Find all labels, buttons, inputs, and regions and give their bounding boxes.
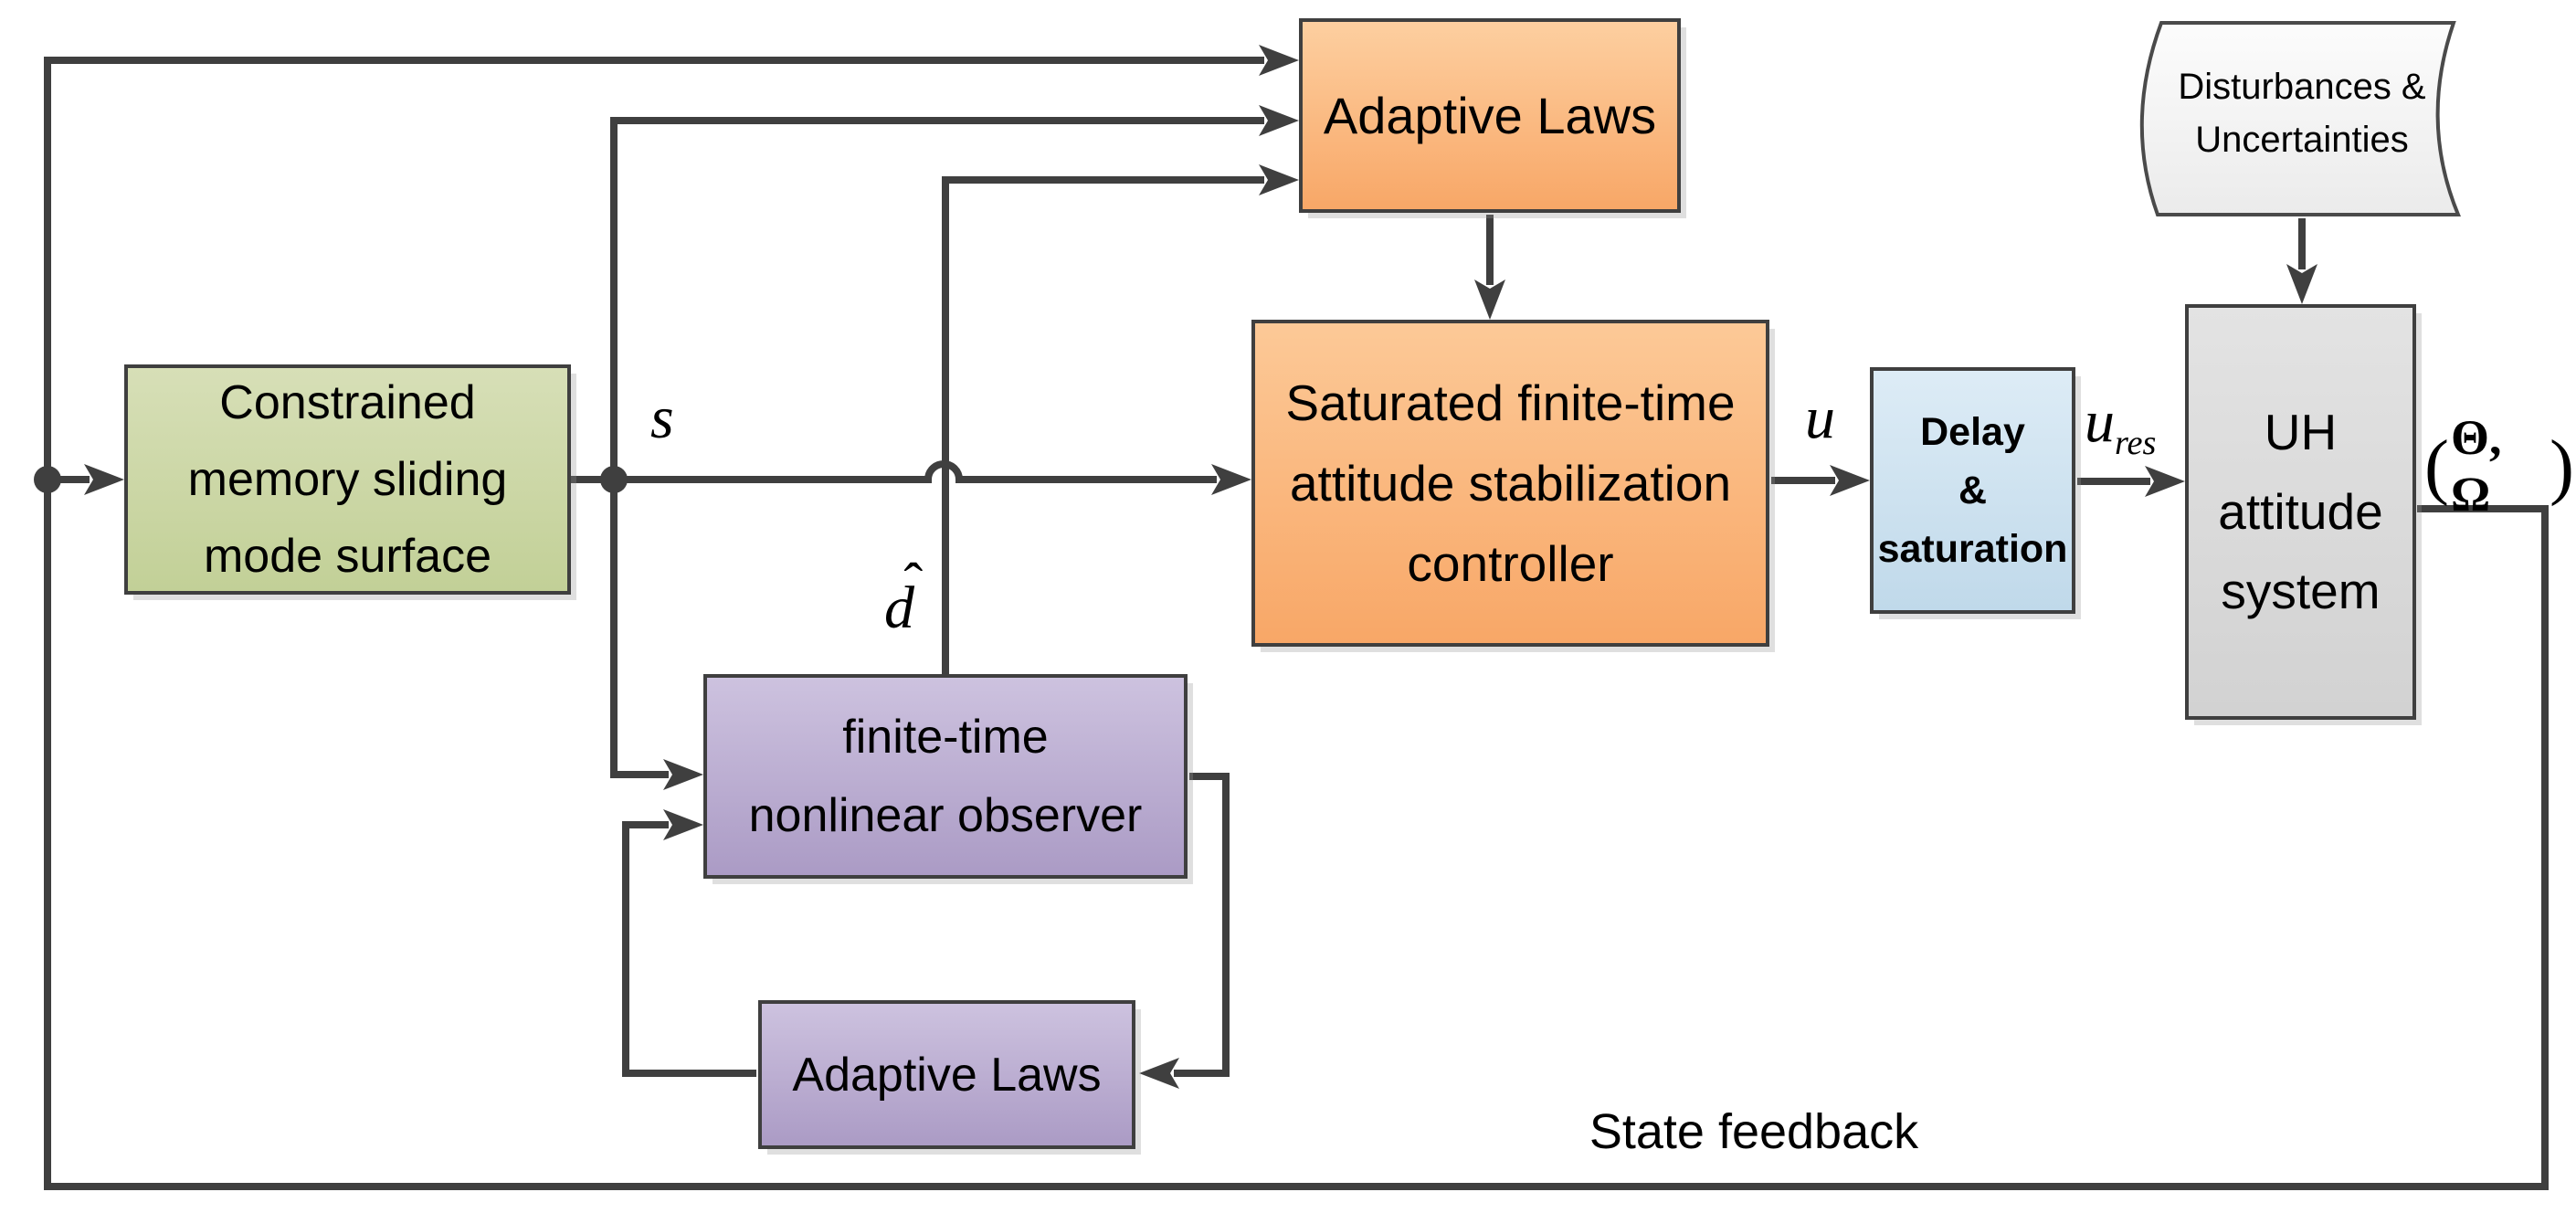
arrowhead-adaptive-input-1 [1259,45,1299,76]
block-label-line: Adaptive Laws [792,1048,1102,1102]
label-state-feedback: State feedback [1589,1104,1919,1159]
wire-s-branch-up [610,117,1264,480]
block-uh-attitude-system: UH attitude system [2185,304,2416,720]
block-label-line: attitude [2218,483,2383,540]
arrowhead-adaptive-into-observer [663,809,703,840]
wire-s-signal [569,460,1217,483]
close-paren: ) [2550,424,2574,507]
block-label-line: Adaptive Laws [1323,87,1657,144]
block-label-line: system [2221,563,2381,619]
wire-d-hat [942,176,1264,676]
block-finite-time-observer: finite-time nonlinear observer [703,674,1188,879]
block-delay-saturation: Delay & saturation [1870,367,2075,614]
block-label-line: controller [1407,535,1614,592]
block-label-line: Saturated finite-time [1285,374,1736,431]
flag-label-line: Disturbances & [2178,67,2426,107]
arrowhead-s-into-observer [663,759,703,790]
label-theta-omega-output: (Θ, Ω) [2423,409,2576,522]
arrowhead-ures-into-system [2145,466,2185,497]
block-label-line: & [1958,469,1988,512]
arrowhead-disturbance-into-system [2286,264,2317,304]
label-s-signal: s [650,385,674,451]
block-adaptive-laws-top: Adaptive Laws [1299,18,1681,213]
arrowhead-s-into-controller [1211,464,1251,495]
arrowhead-into-sliding-surface [84,464,124,495]
block-adaptive-laws-bottom: Adaptive Laws [758,1000,1135,1149]
block-label-line: attitude stabilization [1289,455,1732,512]
flag-label-line: Uncertainties [2195,120,2409,160]
block-label-line: UH [2264,404,2338,460]
block-label-line: Delay [1920,410,2025,454]
junction-dot-feedback [34,466,61,493]
block-label-line: nonlinear observer [748,789,1143,842]
wire-s-branch-down [610,480,669,778]
junction-dot-s [600,466,628,493]
label-u-signal: u [1805,385,1835,451]
u-res-base: u [2085,388,2115,455]
u-res-subscript: res [2115,424,2157,463]
block-label-line: saturation [1877,527,2068,571]
disturbances-flag-label: Disturbances & Uncertainties [2148,60,2455,166]
arrowhead-adaptive-into-controller [1474,280,1505,320]
open-paren: ( [2424,424,2449,507]
block-label-line: Constrained [219,376,476,429]
theta-omega-body: Θ, Ω [2450,410,2502,522]
arrowhead-adaptive-input-2 [1259,105,1299,136]
d-base: d [884,575,914,641]
block-label-line: memory sliding [187,453,508,506]
block-saturated-controller: Saturated finite-time attitude stabiliza… [1251,320,1769,647]
block-sliding-mode-surface: Constrained memory sliding mode surface [124,364,571,595]
label-u-res-signal: ures [2085,387,2156,460]
disturbances-flag-shape [2139,21,2461,216]
arrowhead-u-into-delay [1830,465,1870,496]
arrowhead-into-bottom-adaptive [1139,1058,1179,1089]
block-label-line: finite-time [842,711,1049,764]
block-label-line: mode surface [203,530,492,583]
wire-observer-to-adaptive [1174,773,1230,1077]
wire-state-feedback-loop [44,57,2549,1190]
hat-accent: ˆ [903,550,924,615]
wire-adaptive-to-observer [622,821,756,1077]
arrowhead-adaptive-input-3 [1259,164,1299,195]
